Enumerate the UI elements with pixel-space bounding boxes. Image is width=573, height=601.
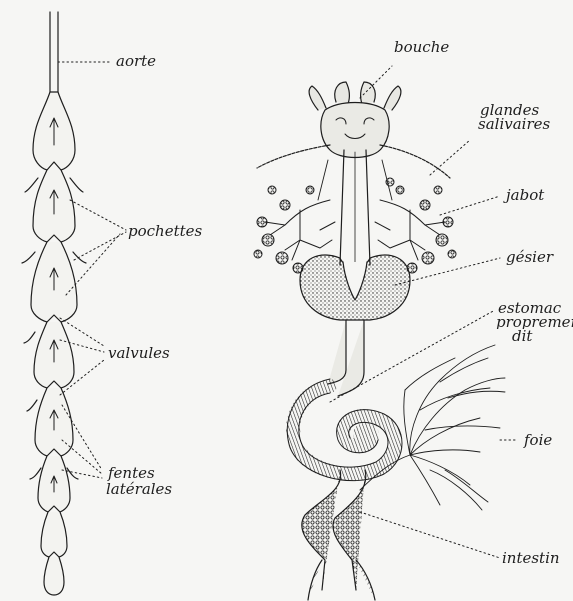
- label-aorte: aorte: [116, 54, 156, 69]
- aorta-vessel: [50, 12, 58, 92]
- label-intestin: intestin: [502, 551, 573, 566]
- label-estomac: estomac: [498, 302, 561, 315]
- heart-chamber: [44, 557, 64, 595]
- label-pochettes: pochettes: [128, 224, 202, 239]
- label-foie: foie: [524, 433, 552, 448]
- label-gesier: gésier: [506, 250, 553, 265]
- mandibles: [335, 82, 376, 104]
- dorsal-heart: [22, 12, 86, 595]
- heart-chamber: [41, 512, 67, 557]
- label-dit: dit: [512, 330, 532, 343]
- label-valvules: valvules: [108, 346, 170, 361]
- antenna-left: [257, 145, 330, 168]
- label-fentes: fentes: [108, 466, 155, 481]
- stomach-coil: [293, 386, 395, 474]
- head-capsule: [321, 103, 389, 158]
- rectum: [308, 560, 375, 600]
- label-laterales: latérales: [106, 482, 172, 497]
- label-bouche: bouche: [394, 40, 449, 55]
- digestive-tract: [254, 82, 505, 600]
- label-salivaires: salivaires: [478, 118, 550, 131]
- intestine: [302, 470, 366, 590]
- antenna-right: [380, 145, 450, 178]
- label-jabot: jabot: [506, 188, 544, 203]
- label-proprement: proprement: [496, 316, 573, 329]
